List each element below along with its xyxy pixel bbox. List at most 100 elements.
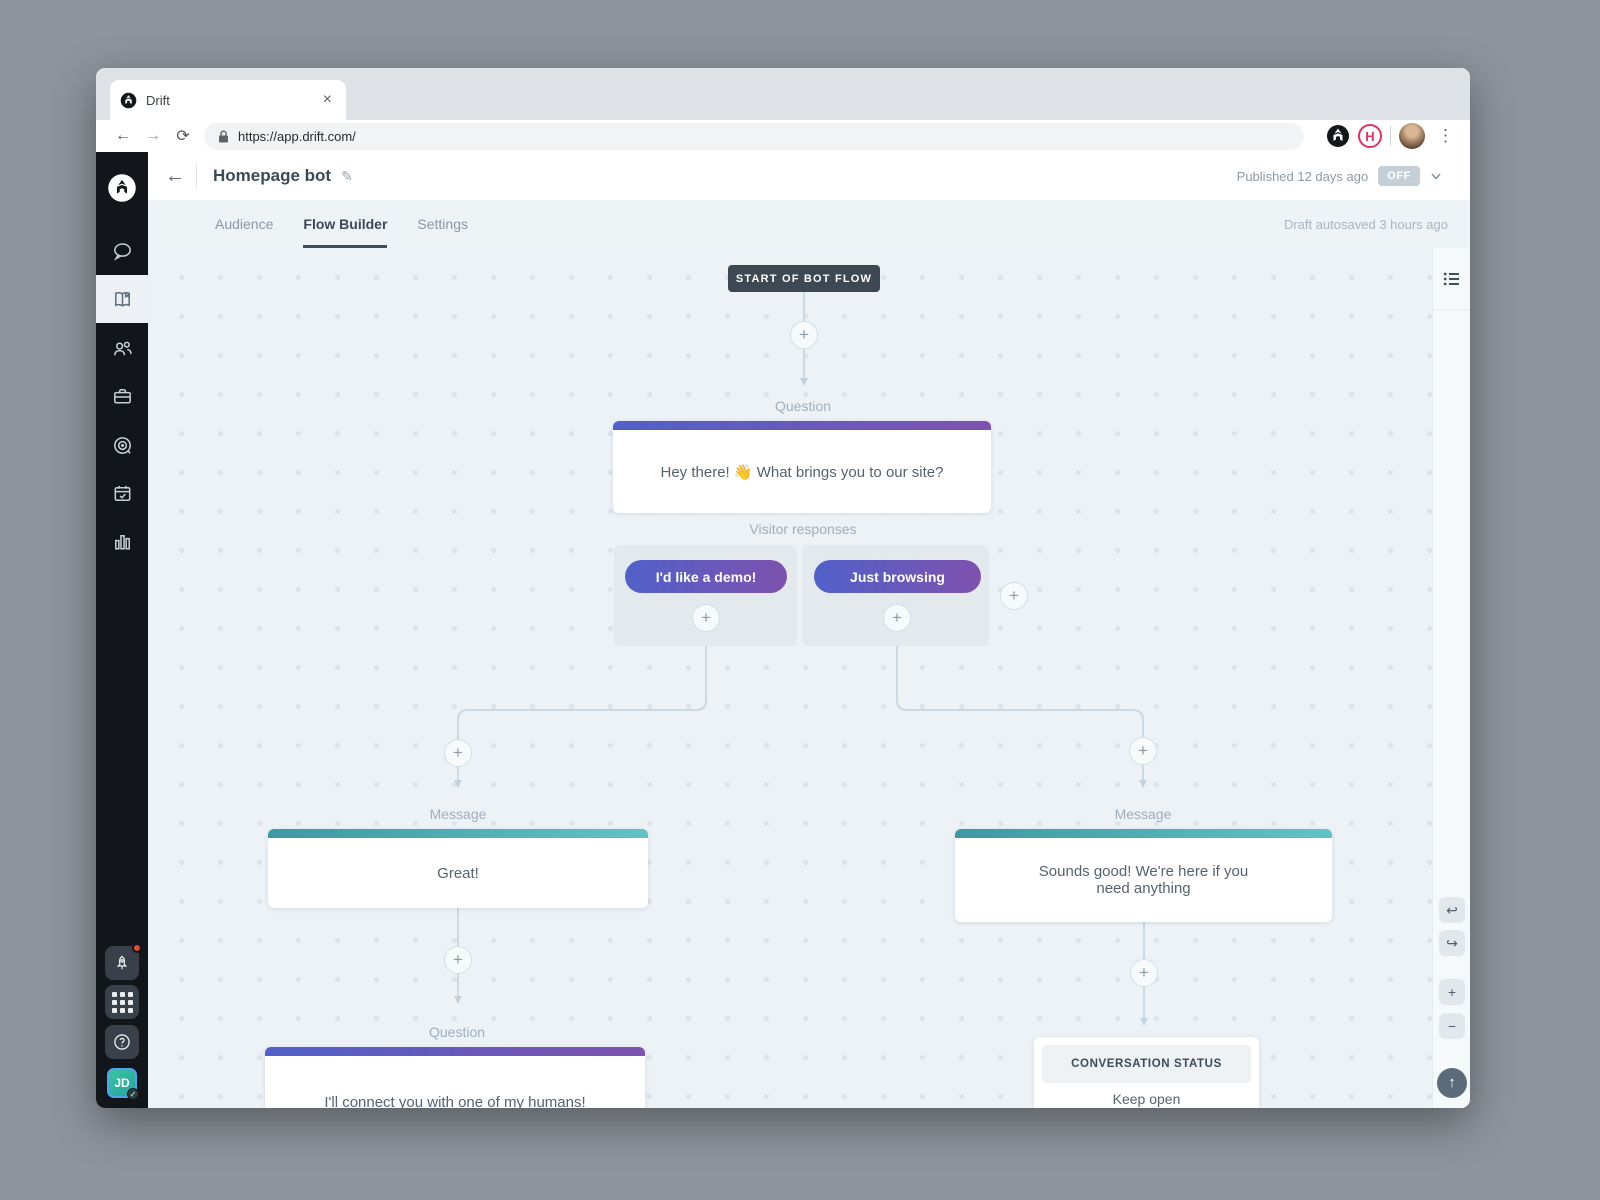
add-node-button[interactable]: + (444, 946, 472, 974)
add-node-button[interactable]: + (692, 604, 720, 632)
scroll-to-top-button[interactable]: ↑ (1437, 1068, 1467, 1098)
question-node-text: I'll connect you with one of my humans! (324, 1094, 586, 1108)
message-node-right[interactable]: Sounds good! We're here if you need anyt… (955, 829, 1332, 922)
notification-dot (132, 943, 142, 953)
conversation-status-node[interactable]: CONVERSATION STATUS Keep open (1034, 1037, 1259, 1108)
sidebar-item-contacts[interactable] (96, 337, 148, 360)
drift-app: JD ✓ ← Homepage bot ✎ Published 12 days … (96, 152, 1470, 1108)
node-type-label: Question (428, 1024, 486, 1040)
sidebar-user-avatar[interactable]: JD ✓ (96, 1068, 148, 1100)
edit-title-icon[interactable]: ✎ (341, 167, 353, 184)
add-response-button[interactable]: + (1000, 582, 1028, 610)
question-node-accent (613, 421, 991, 430)
node-type-label: Message (429, 806, 487, 822)
browser-tab[interactable]: Drift × (110, 80, 346, 120)
sidebar-item-abm[interactable] (96, 434, 148, 457)
bot-toggle[interactable]: OFF (1378, 166, 1420, 186)
conversation-status-title: CONVERSATION STATUS (1042, 1045, 1251, 1083)
sidebar-item-reports[interactable] (96, 531, 148, 554)
zoom-out-button[interactable]: − (1439, 1013, 1465, 1039)
question-node-bottom[interactable]: I'll connect you with one of my humans! (265, 1047, 645, 1108)
sidebar-item-meetings[interactable] (96, 482, 148, 505)
h-extension-icon[interactable]: H (1358, 124, 1382, 148)
flow-canvas[interactable]: START OF BOT FLOW + Question Hey there! … (148, 248, 1470, 1108)
help-icon (114, 1034, 130, 1050)
tab-settings[interactable]: Settings (417, 216, 468, 232)
question-node-text: Hey there! 👋 What brings you to our site… (660, 463, 944, 481)
add-node-button[interactable]: + (790, 321, 818, 349)
refresh-icon[interactable]: ⟳ (176, 128, 190, 145)
flow-connectors (454, 292, 1148, 1026)
node-list-button[interactable] (1433, 248, 1470, 310)
user-initials: JD (114, 1076, 130, 1090)
app-header: ← Homepage bot ✎ Published 12 days ago O… (148, 152, 1470, 200)
browser-menu-icon[interactable]: ⋮ (1437, 126, 1454, 145)
apps-grid-icon (111, 991, 133, 1013)
toolbar-separator (1390, 126, 1391, 146)
lock-icon (219, 129, 228, 142)
add-node-button[interactable]: + (1129, 737, 1157, 765)
autosave-status: Draft autosaved 3 hours ago (1283, 216, 1448, 232)
app-main: ← Homepage bot ✎ Published 12 days ago O… (148, 152, 1470, 1108)
browser-tab-strip: Drift × (96, 68, 1470, 120)
tab-audience[interactable]: Audience (215, 216, 274, 232)
conversation-status-value: Keep open (1112, 1091, 1181, 1107)
message-node-text: Sounds good! We're here if you need anyt… (1038, 863, 1249, 897)
redo-button[interactable]: ↪ (1439, 930, 1465, 956)
drift-extension-icon[interactable] (1326, 124, 1350, 148)
sidebar-item-sales[interactable] (96, 385, 148, 408)
add-node-button[interactable]: + (1130, 959, 1158, 987)
tab-close-icon[interactable]: × (322, 91, 332, 108)
sidebar-item-whats-new[interactable] (96, 943, 148, 980)
builder-tab-bar: Audience Flow Builder Settings Draft aut… (148, 200, 1470, 248)
node-type-label: Message (1114, 806, 1172, 822)
user-status-badge: ✓ (127, 1088, 139, 1100)
calendar-check-icon (114, 485, 130, 501)
undo-button[interactable]: ↩ (1439, 897, 1465, 923)
response-button-demo[interactable]: I'd like a demo! (625, 560, 787, 593)
chat-bubble-icon (113, 243, 131, 261)
sidebar-item-apps[interactable] (96, 985, 148, 1019)
page-title: Homepage bot (213, 166, 332, 185)
tab-flow-builder[interactable]: Flow Builder (303, 200, 388, 248)
sidebar-item-help[interactable] (96, 1025, 148, 1059)
add-node-button[interactable]: + (883, 604, 911, 632)
visitor-responses-label: Visitor responses (749, 521, 857, 537)
list-icon (1443, 272, 1459, 285)
question-node-accent (265, 1047, 645, 1056)
add-node-button[interactable]: + (444, 739, 472, 767)
back-icon[interactable]: ← (115, 127, 131, 144)
canvas-control-strip: ↩ ↪ + − ↑ (1432, 248, 1470, 1108)
question-node[interactable]: Hey there! 👋 What brings you to our site… (613, 421, 991, 513)
forward-icon[interactable]: → (145, 127, 161, 144)
start-of-bot-flow-badge: START OF BOT FLOW (728, 265, 880, 292)
sidebar-item-playbooks[interactable] (96, 275, 148, 323)
book-icon (114, 291, 130, 307)
browser-window: Drift × ← → ⟳ https://app.drift.com/ H ⋮ (96, 68, 1470, 1108)
app-sidebar: JD ✓ (96, 152, 148, 1108)
briefcase-icon (113, 389, 131, 404)
drift-logo-icon (108, 174, 136, 202)
sidebar-item-home[interactable] (96, 173, 148, 203)
message-node-accent (268, 829, 648, 838)
sidebar-item-conversations[interactable] (96, 240, 148, 263)
chevron-down-icon[interactable] (1430, 170, 1442, 182)
zoom-in-button[interactable]: + (1439, 979, 1465, 1005)
message-node-accent (955, 829, 1332, 838)
back-to-playbooks-icon[interactable]: ← (165, 164, 185, 187)
message-node-text: Great! (437, 864, 479, 882)
response-button-browsing[interactable]: Just browsing (814, 560, 981, 593)
rocket-icon (116, 955, 128, 970)
url-bar[interactable]: https://app.drift.com/ (204, 122, 1304, 150)
message-node-left[interactable]: Great! (268, 829, 648, 908)
tab-title: Drift (146, 92, 170, 108)
published-status: Published 12 days ago (1236, 168, 1369, 184)
node-type-label: Question (774, 398, 832, 414)
browser-toolbar: ← → ⟳ https://app.drift.com/ H ⋮ (96, 120, 1470, 152)
browser-profile-avatar[interactable] (1399, 123, 1425, 149)
header-divider (196, 164, 197, 188)
target-icon (113, 437, 131, 454)
toolbar-right: H ⋮ (1326, 123, 1458, 149)
bar-chart-icon (114, 535, 130, 550)
drift-favicon (120, 92, 137, 108)
